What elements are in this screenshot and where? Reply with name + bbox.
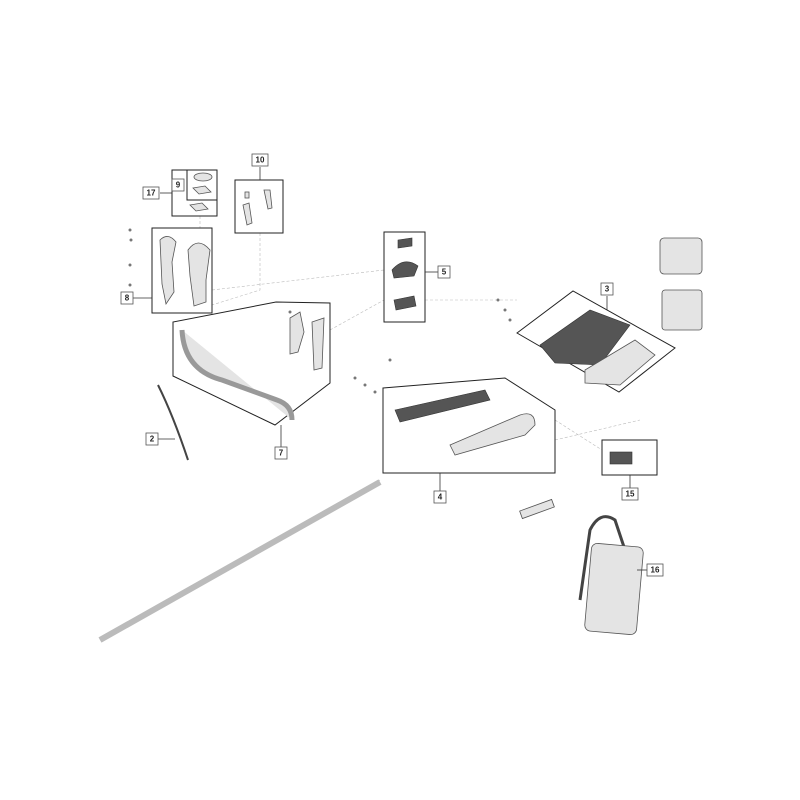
part-group-4[interactable]: 4 bbox=[382, 377, 556, 504]
part-group-15[interactable]: 15 bbox=[601, 439, 658, 501]
callout-16: 16 bbox=[651, 566, 660, 575]
battery-pack bbox=[659, 237, 703, 331]
part-group-5[interactable]: 5 bbox=[383, 231, 451, 323]
cable-part bbox=[157, 384, 189, 461]
callout-8: 8 bbox=[125, 294, 130, 303]
part-group-16[interactable]: 16 bbox=[578, 515, 664, 635]
seal-part bbox=[189, 202, 209, 212]
part-group-10[interactable]: 10 bbox=[234, 153, 284, 234]
grip-half bbox=[311, 317, 325, 371]
screws bbox=[128, 228, 512, 394]
part-group-17[interactable]: 17 9 bbox=[142, 169, 218, 217]
loop-handle-tube bbox=[179, 329, 295, 421]
shaft-tube bbox=[98, 479, 382, 643]
rear-handle-half bbox=[394, 389, 491, 423]
callout-17: 17 bbox=[147, 189, 156, 198]
hip-pad bbox=[584, 543, 644, 635]
gasket-part bbox=[193, 172, 213, 182]
knob-part bbox=[397, 237, 413, 249]
housing-half bbox=[539, 309, 631, 366]
callout-4: 4 bbox=[438, 493, 443, 502]
callout-5: 5 bbox=[442, 268, 447, 277]
rear-handle-cover bbox=[449, 413, 536, 456]
part-group-3[interactable]: 3 bbox=[516, 282, 676, 393]
spring-part bbox=[244, 191, 250, 199]
callout-7: 7 bbox=[279, 449, 284, 458]
part-group-2[interactable]: 2 bbox=[145, 384, 189, 461]
grip-half bbox=[289, 311, 305, 355]
part-group-8[interactable]: 8 bbox=[120, 227, 213, 314]
trigger-part bbox=[242, 202, 253, 226]
cap-part bbox=[391, 261, 419, 279]
callout-15: 15 bbox=[626, 490, 635, 499]
seal-part bbox=[192, 185, 212, 195]
callout-9: 9 bbox=[176, 181, 181, 190]
part-group-7[interactable]: 7 bbox=[172, 301, 331, 460]
label-sticker bbox=[609, 451, 633, 465]
handle-half-left bbox=[159, 236, 177, 306]
callout-10: 10 bbox=[256, 156, 265, 165]
handle-half-right bbox=[187, 242, 211, 307]
clip-part bbox=[519, 498, 555, 520]
assembly-guide-lines bbox=[99, 216, 641, 641]
lever-part bbox=[263, 189, 273, 210]
callout-3: 3 bbox=[605, 285, 610, 294]
housing-cover bbox=[584, 339, 656, 386]
lock-part bbox=[393, 295, 417, 311]
callout-2: 2 bbox=[150, 435, 155, 444]
shoulder-strap bbox=[578, 515, 627, 601]
